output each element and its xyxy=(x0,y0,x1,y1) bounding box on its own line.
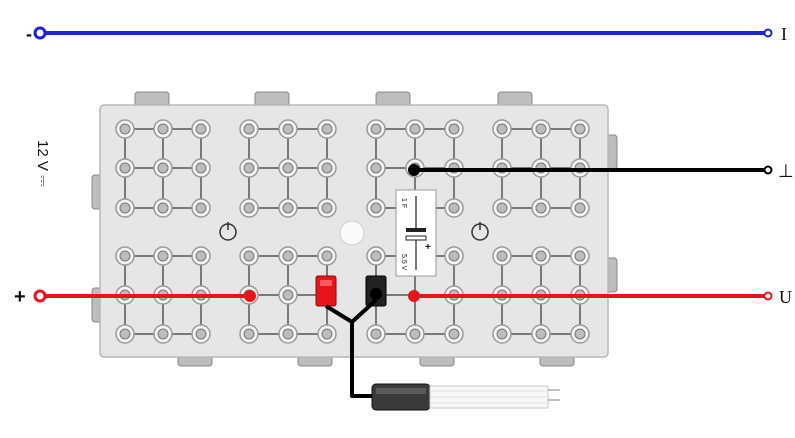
red-probe-plug[interactable] xyxy=(315,275,337,307)
socket[interactable] xyxy=(278,119,298,139)
socket[interactable] xyxy=(444,324,464,344)
voltage-label: U xyxy=(779,287,792,307)
socket[interactable] xyxy=(366,158,386,178)
socket[interactable] xyxy=(570,324,590,344)
socket[interactable] xyxy=(239,198,259,218)
capacitor-voltage-label: 5.5 V xyxy=(400,254,407,271)
socket[interactable] xyxy=(115,158,135,178)
red-voltage-wire xyxy=(33,289,773,303)
minus-label: - xyxy=(26,24,32,44)
socket[interactable] xyxy=(153,158,173,178)
socket[interactable] xyxy=(317,158,337,178)
socket[interactable] xyxy=(239,158,259,178)
socket[interactable] xyxy=(570,119,590,139)
socket[interactable] xyxy=(366,246,386,266)
socket[interactable] xyxy=(444,198,464,218)
socket[interactable] xyxy=(239,119,259,139)
socket[interactable] xyxy=(278,285,298,305)
capacitor-component[interactable]: 1 F 5.5 V + xyxy=(395,189,437,277)
socket[interactable] xyxy=(191,198,211,218)
black-probe-plug[interactable] xyxy=(365,275,387,307)
socket[interactable] xyxy=(115,119,135,139)
socket[interactable] xyxy=(444,246,464,266)
socket[interactable] xyxy=(115,246,135,266)
socket-array xyxy=(115,119,590,344)
left-orientation-mark-icon xyxy=(219,222,237,241)
minus-terminal[interactable] xyxy=(33,26,47,40)
socket[interactable] xyxy=(317,246,337,266)
socket[interactable] xyxy=(317,119,337,139)
socket[interactable] xyxy=(191,324,211,344)
socket[interactable] xyxy=(492,246,512,266)
capacitance-label: 1 F xyxy=(400,198,407,208)
socket[interactable] xyxy=(405,324,425,344)
socket[interactable] xyxy=(570,246,590,266)
socket[interactable] xyxy=(239,324,259,344)
plus-terminal[interactable] xyxy=(33,289,47,303)
socket[interactable] xyxy=(191,158,211,178)
socket[interactable] xyxy=(531,324,551,344)
socket[interactable] xyxy=(115,324,135,344)
blue-current-wire xyxy=(33,26,773,40)
probe-cable xyxy=(324,298,378,398)
socket[interactable] xyxy=(492,324,512,344)
socket[interactable] xyxy=(366,324,386,344)
mounting-hole xyxy=(339,220,365,246)
socket[interactable] xyxy=(366,119,386,139)
socket[interactable] xyxy=(153,119,173,139)
socket[interactable] xyxy=(531,246,551,266)
socket[interactable] xyxy=(278,246,298,266)
socket[interactable] xyxy=(570,198,590,218)
socket[interactable] xyxy=(115,198,135,218)
socket[interactable] xyxy=(531,198,551,218)
socket[interactable] xyxy=(153,198,173,218)
socket[interactable] xyxy=(405,119,425,139)
socket[interactable] xyxy=(492,119,512,139)
plus-label: + xyxy=(14,286,26,308)
capacitor-polarity-label: + xyxy=(425,242,431,253)
socket[interactable] xyxy=(444,119,464,139)
current-terminal[interactable] xyxy=(763,28,773,38)
socket[interactable] xyxy=(317,324,337,344)
socket[interactable] xyxy=(278,198,298,218)
voltage-terminal[interactable] xyxy=(763,291,773,301)
socket[interactable] xyxy=(366,198,386,218)
socket[interactable] xyxy=(239,246,259,266)
ground-terminal[interactable] xyxy=(763,165,773,175)
socket[interactable] xyxy=(278,324,298,344)
supply-voltage-label: 12 V ⎓ xyxy=(34,140,51,187)
ground-label: ⊥ xyxy=(778,161,794,181)
black-ground-wire xyxy=(408,164,773,176)
socket[interactable] xyxy=(153,246,173,266)
socket[interactable] xyxy=(531,119,551,139)
socket[interactable] xyxy=(492,198,512,218)
socket[interactable] xyxy=(317,198,337,218)
probe-body[interactable] xyxy=(371,383,560,411)
current-label: I xyxy=(781,24,787,44)
socket[interactable] xyxy=(191,119,211,139)
socket[interactable] xyxy=(278,158,298,178)
socket[interactable] xyxy=(153,324,173,344)
socket[interactable] xyxy=(191,246,211,266)
right-orientation-mark-icon xyxy=(471,222,489,241)
